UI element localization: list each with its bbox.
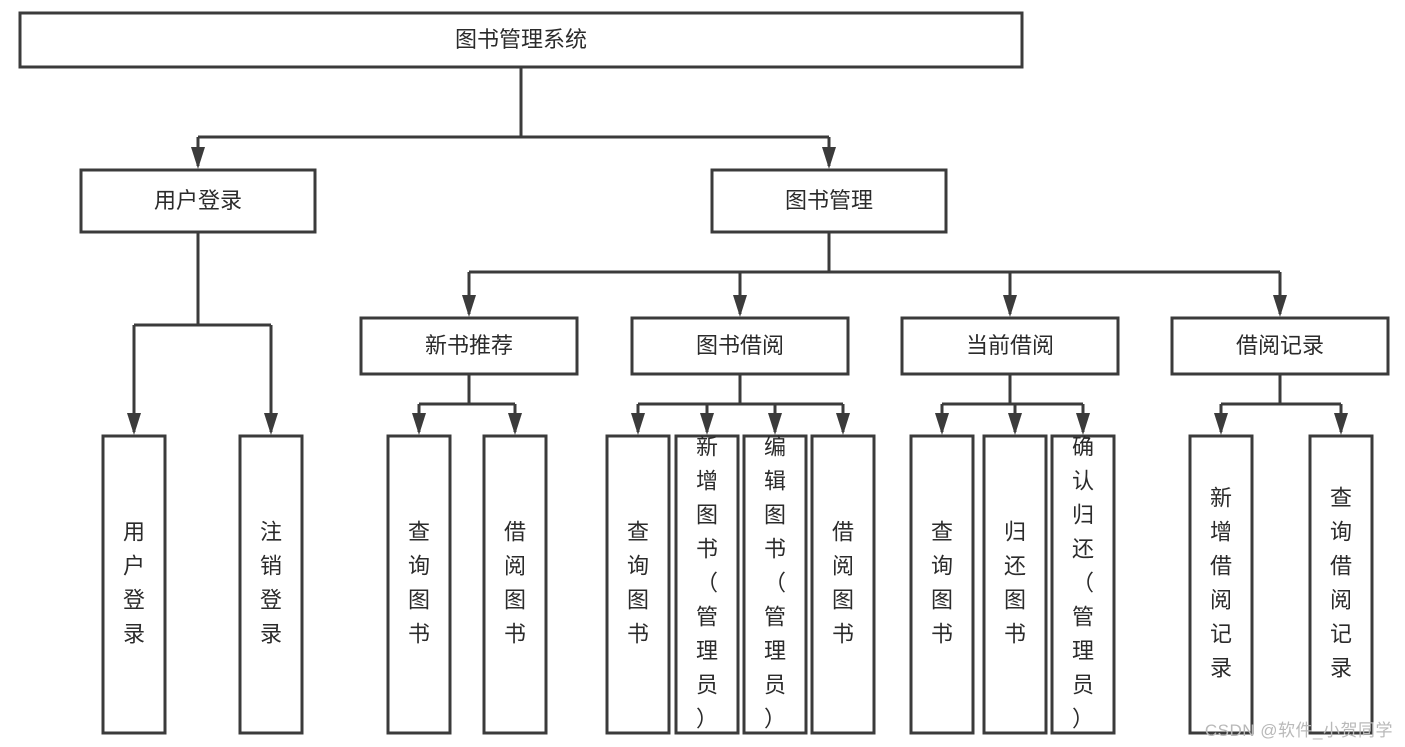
node-新增借阅记录-leaf[interactable]: 新增借阅记录 xyxy=(1188,434,1254,735)
connector-layer xyxy=(127,67,1348,435)
node-box[interactable] xyxy=(605,434,671,735)
node-label: 用户登录 xyxy=(123,519,145,646)
node-当前借阅[interactable]: 当前借阅 xyxy=(900,316,1120,376)
arrow-head-icon xyxy=(768,413,782,435)
arrow-head-icon xyxy=(836,413,850,435)
node-box[interactable] xyxy=(238,434,304,735)
node-box[interactable] xyxy=(742,434,808,735)
node-编辑图书管理员-leaf[interactable]: 编辑图书（管理员） xyxy=(742,434,808,735)
arrow-head-icon xyxy=(1334,413,1348,435)
node-借阅图书-leaf[interactable]: 借阅图书 xyxy=(482,434,548,735)
node-label: 查询图书 xyxy=(931,519,953,646)
arrow-head-icon xyxy=(935,413,949,435)
node-查询图书-leaf[interactable]: 查询图书 xyxy=(386,434,452,735)
node-box[interactable] xyxy=(1170,316,1390,376)
node-查询借阅记录-leaf[interactable]: 查询借阅记录 xyxy=(1308,434,1374,735)
node-归还图书-leaf[interactable]: 归还图书 xyxy=(982,434,1048,735)
node-box[interactable] xyxy=(1308,434,1374,735)
node-box[interactable] xyxy=(79,168,317,234)
node-box[interactable] xyxy=(386,434,452,735)
arrow-head-icon xyxy=(733,295,747,317)
node-label: 用户登录 xyxy=(154,188,242,213)
node-box[interactable] xyxy=(674,434,740,735)
node-图书管理系统[interactable]: 图书管理系统 xyxy=(18,11,1024,69)
node-用户登录-leaf[interactable]: 用户登录 xyxy=(101,434,167,735)
node-label: 新书推荐 xyxy=(425,333,513,358)
arrow-head-icon xyxy=(1273,295,1287,317)
node-box[interactable] xyxy=(1188,434,1254,735)
arrow-head-icon xyxy=(264,413,278,435)
node-用户登录[interactable]: 用户登录 xyxy=(79,168,317,234)
node-查询图书-leaf[interactable]: 查询图书 xyxy=(909,434,975,735)
node-layer: 图书管理系统用户登录图书管理新书推荐图书借阅当前借阅借阅记录用户登录注销登录查询… xyxy=(18,11,1390,735)
arrow-head-icon xyxy=(462,295,476,317)
node-label: 查询图书 xyxy=(408,519,430,646)
watermark-text: CSDN @软件_小贺同学 xyxy=(1204,721,1393,740)
node-label: 图书借阅 xyxy=(696,333,784,358)
node-box[interactable] xyxy=(359,316,579,376)
node-box[interactable] xyxy=(909,434,975,735)
node-label: 查询借阅记录 xyxy=(1330,485,1352,680)
node-box[interactable] xyxy=(900,316,1120,376)
node-label: 编辑图书（管理员） xyxy=(764,434,786,731)
node-label: 图书管理 xyxy=(785,188,873,213)
node-box[interactable] xyxy=(482,434,548,735)
node-label: 注销登录 xyxy=(260,519,282,646)
node-box[interactable] xyxy=(982,434,1048,735)
node-box[interactable] xyxy=(710,168,948,234)
arrow-head-icon xyxy=(700,413,714,435)
arrow-head-icon xyxy=(508,413,522,435)
node-label: 新增图书（管理员） xyxy=(696,434,718,731)
node-借阅图书-leaf[interactable]: 借阅图书 xyxy=(810,434,876,735)
node-新增图书管理员-leaf[interactable]: 新增图书（管理员） xyxy=(674,434,740,735)
arrow-head-icon xyxy=(822,147,836,169)
node-图书借阅[interactable]: 图书借阅 xyxy=(630,316,850,376)
arrow-head-icon xyxy=(412,413,426,435)
node-box[interactable] xyxy=(630,316,850,376)
arrow-head-icon xyxy=(127,413,141,435)
node-label: 确认归还（管理员） xyxy=(1072,434,1094,731)
node-label: 当前借阅 xyxy=(966,333,1054,358)
node-图书管理[interactable]: 图书管理 xyxy=(710,168,948,234)
node-box[interactable] xyxy=(1050,434,1116,735)
arrow-head-icon xyxy=(191,147,205,169)
node-label: 借阅图书 xyxy=(504,519,526,646)
node-确认归还管理员-leaf[interactable]: 确认归还（管理员） xyxy=(1050,434,1116,735)
node-box[interactable] xyxy=(101,434,167,735)
arrow-head-icon xyxy=(1003,295,1017,317)
arrow-head-icon xyxy=(1214,413,1228,435)
node-注销登录-leaf[interactable]: 注销登录 xyxy=(238,434,304,735)
node-label: 查询图书 xyxy=(627,519,649,646)
arrow-head-icon xyxy=(631,413,645,435)
node-label: 借阅图书 xyxy=(832,519,854,646)
node-label: 新增借阅记录 xyxy=(1210,485,1232,680)
node-label: 归还图书 xyxy=(1004,519,1026,646)
arrow-head-icon xyxy=(1008,413,1022,435)
node-label: 图书管理系统 xyxy=(455,27,587,52)
node-box[interactable] xyxy=(18,11,1024,69)
arrow-head-icon xyxy=(1076,413,1090,435)
node-查询图书-leaf[interactable]: 查询图书 xyxy=(605,434,671,735)
node-box[interactable] xyxy=(810,434,876,735)
node-借阅记录[interactable]: 借阅记录 xyxy=(1170,316,1390,376)
node-新书推荐[interactable]: 新书推荐 xyxy=(359,316,579,376)
node-label: 借阅记录 xyxy=(1236,333,1324,358)
